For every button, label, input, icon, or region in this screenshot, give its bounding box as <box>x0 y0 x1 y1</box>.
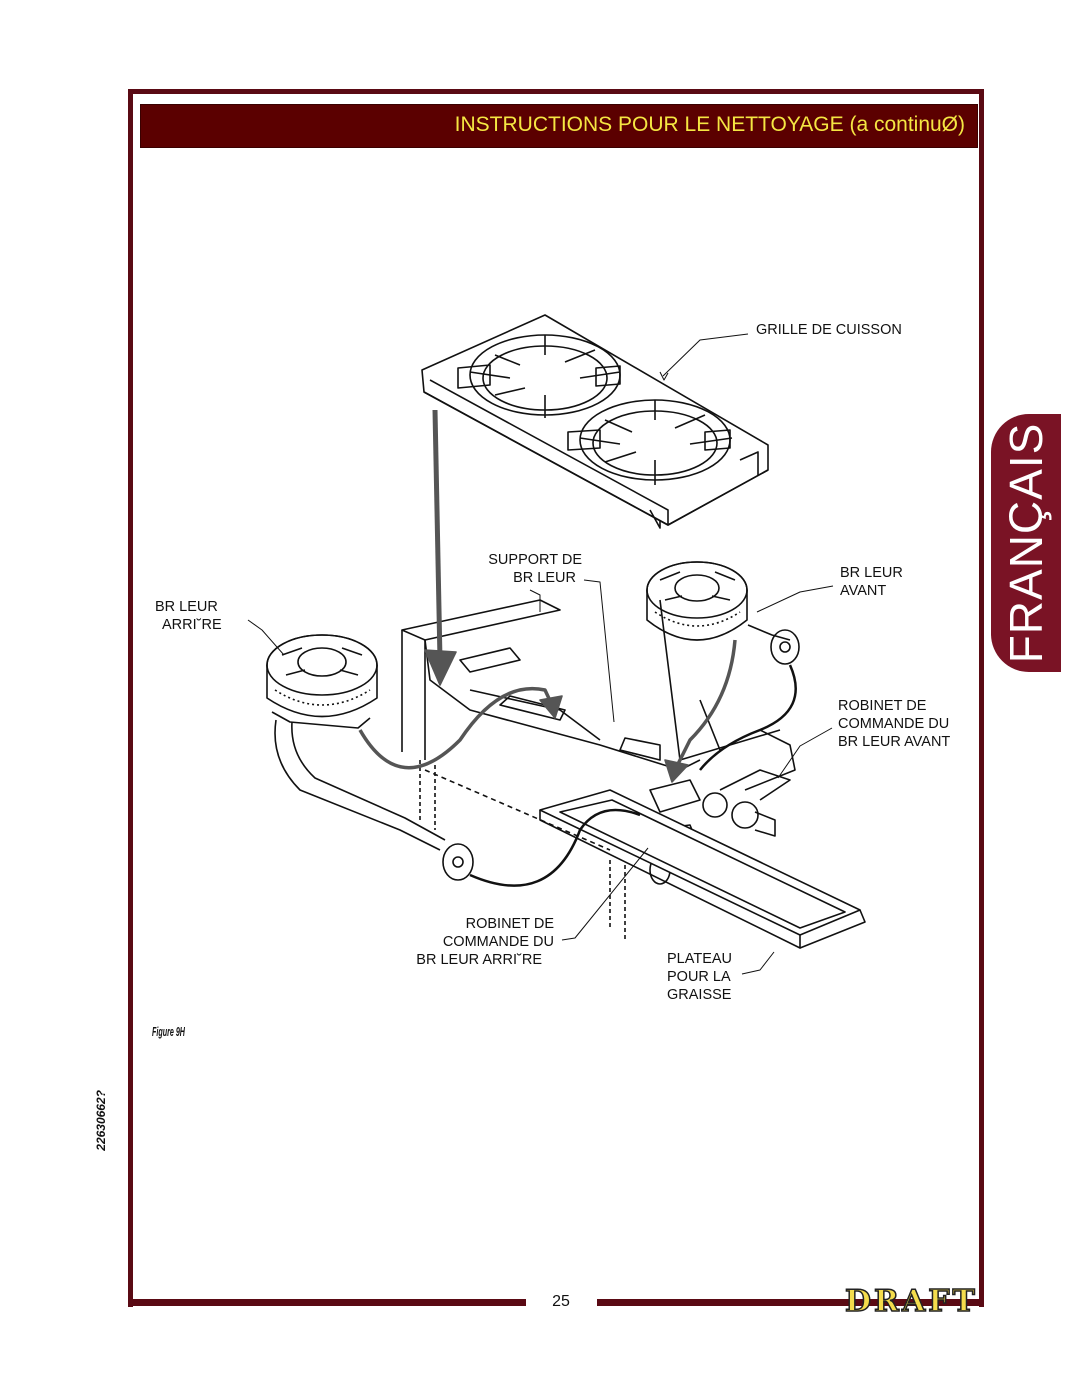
label-grille: GRILLE DE CUISSON <box>756 322 902 338</box>
section-header: INSTRUCTIONS POUR LE NETTOYAGE (a contin… <box>140 104 978 148</box>
rear-burner <box>266 634 474 881</box>
section-title: INSTRUCTIONS POUR LE NETTOYAGE (a contin… <box>454 113 965 136</box>
rear-hose-arrow <box>469 808 641 887</box>
language-tab: FRANÇAIS <box>991 414 1061 672</box>
label-rear-valve-line1: ROBINET DE <box>465 916 554 932</box>
label-tray-line3: GRAISSE <box>667 987 732 1003</box>
rear-burner-arrow <box>358 686 554 770</box>
label-front-burner-line2: AVANT <box>840 583 887 599</box>
cooking-grate <box>421 314 769 529</box>
label-rear-burner-line2: ARRI˘RE <box>162 617 222 633</box>
label-tray-line2: POUR LA <box>667 969 731 985</box>
draft-stamp: DRAFT <box>844 1283 978 1320</box>
front-hose-arrow <box>699 664 797 771</box>
label-support-line1: SUPPORT DE <box>488 552 582 568</box>
label-front-burner-line1: BR LEUR <box>840 565 903 581</box>
grease-tray <box>539 789 866 949</box>
figure-caption: Figure 9H <box>152 1024 185 1039</box>
footer-rule-left <box>128 1299 526 1306</box>
page-frame <box>128 89 984 1307</box>
label-front-valve-line3: BR LEUR AVANT <box>838 734 951 750</box>
label-rear-valve-line3: BR LEUR ARRI˘RE <box>416 952 542 968</box>
label-tray-line1: PLATEAU <box>667 951 733 967</box>
label-support-line2: BR LEUR <box>513 570 576 586</box>
grate-remove-arrow <box>432 409 443 661</box>
label-front-valve-line1: ROBINET DE <box>838 698 927 714</box>
label-rear-valve-line2: COMMANDE DU <box>442 934 554 950</box>
front-burner <box>646 561 800 665</box>
label-rear-burner-line1: BR LEUR <box>155 599 218 615</box>
document-code: 22630662? <box>94 1090 108 1151</box>
label-front-valve-line2: COMMANDE DU <box>838 716 950 732</box>
page-number: 25 <box>552 1293 570 1310</box>
footer-rule-right <box>597 1299 984 1306</box>
front-burner-arrow <box>673 639 737 771</box>
